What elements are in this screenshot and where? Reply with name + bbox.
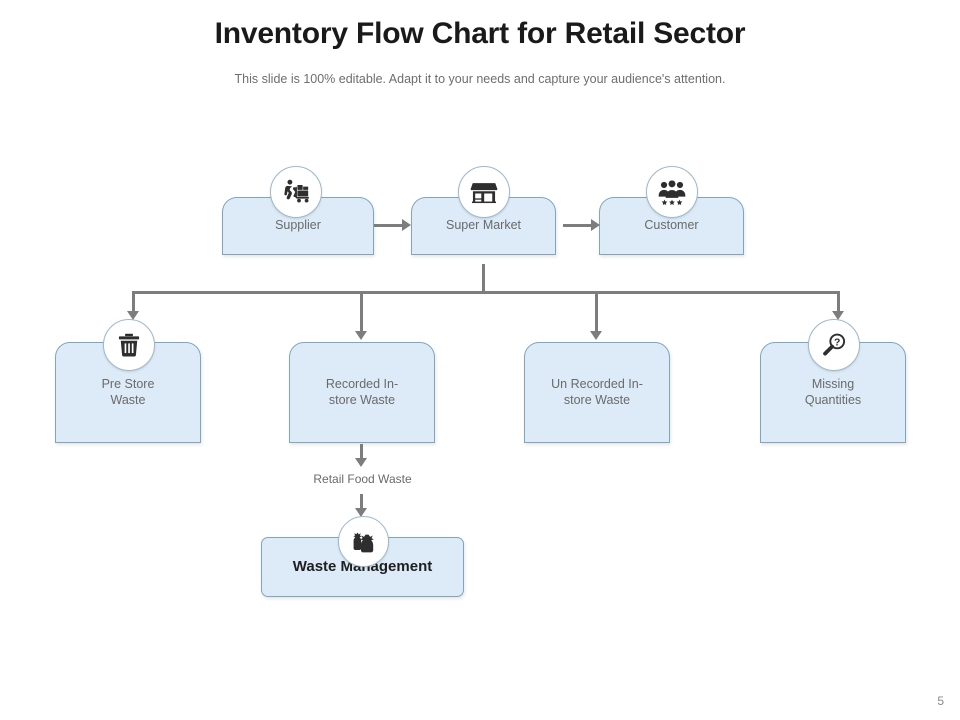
- worker-handtruck-icon: [270, 166, 322, 218]
- connector-supermarket-to-bus: [482, 264, 485, 293]
- connector-drop-pre-store-waste: [132, 291, 135, 313]
- edge-label-retail-food-waste: Retail Food Waste: [313, 472, 412, 486]
- connector-label-to-waste-management: [360, 494, 363, 510]
- connector-drop-un-recorded-in-store-waste: [595, 291, 598, 333]
- arrowhead-missing-quantities: [832, 311, 844, 320]
- page-number: 5: [937, 694, 944, 708]
- page-subtitle: This slide is 100% editable. Adapt it to…: [234, 72, 726, 86]
- node-super-market-label: Super Market: [445, 218, 522, 233]
- node-missing-quantities-label: Missing Quantities: [804, 376, 862, 407]
- node-customer-label: Customer: [644, 218, 699, 233]
- connector-distribution-bus: [133, 291, 840, 294]
- connector-drop-missing-quantities: [837, 291, 840, 313]
- node-pre-store-waste-label: Pre Store Waste: [101, 376, 155, 407]
- people-stars-icon: [646, 166, 698, 218]
- node-recorded-in-store-waste[interactable]: Recorded In- store Waste: [289, 342, 435, 443]
- connector-drop-recorded-in-store-waste: [360, 291, 363, 333]
- connector-supermarket-to-customer: [563, 224, 593, 227]
- node-supplier[interactable]: Supplier: [222, 197, 374, 255]
- arrowhead-supplier-to-supermarket: [402, 219, 411, 231]
- connector-recorded-to-label: [360, 444, 363, 460]
- connector-supplier-to-supermarket: [374, 224, 404, 227]
- arrowhead-to-waste-management: [355, 508, 367, 517]
- arrowhead-pre-store-waste: [127, 311, 139, 320]
- page-title: Inventory Flow Chart for Retail Sector: [214, 17, 746, 50]
- garbage-bags-icon: [338, 516, 389, 567]
- node-recorded-in-store-waste-label: Recorded In- store Waste: [325, 376, 399, 407]
- arrowhead-recorded-in-store-waste: [355, 331, 367, 340]
- node-un-recorded-in-store-waste[interactable]: Un Recorded In- store Waste: [524, 342, 670, 443]
- arrowhead-to-retail-food-waste-label: [355, 458, 367, 467]
- arrowhead-supermarket-to-customer: [591, 219, 600, 231]
- trash-bin-icon: [103, 319, 155, 371]
- node-un-recorded-in-store-waste-label: Un Recorded In- store Waste: [551, 376, 643, 407]
- storefront-icon: [458, 166, 510, 218]
- magnifier-question-icon: ?: [808, 319, 860, 371]
- arrowhead-un-recorded-in-store-waste: [590, 331, 602, 340]
- svg-text:?: ?: [834, 337, 840, 348]
- node-supplier-label: Supplier: [275, 218, 321, 233]
